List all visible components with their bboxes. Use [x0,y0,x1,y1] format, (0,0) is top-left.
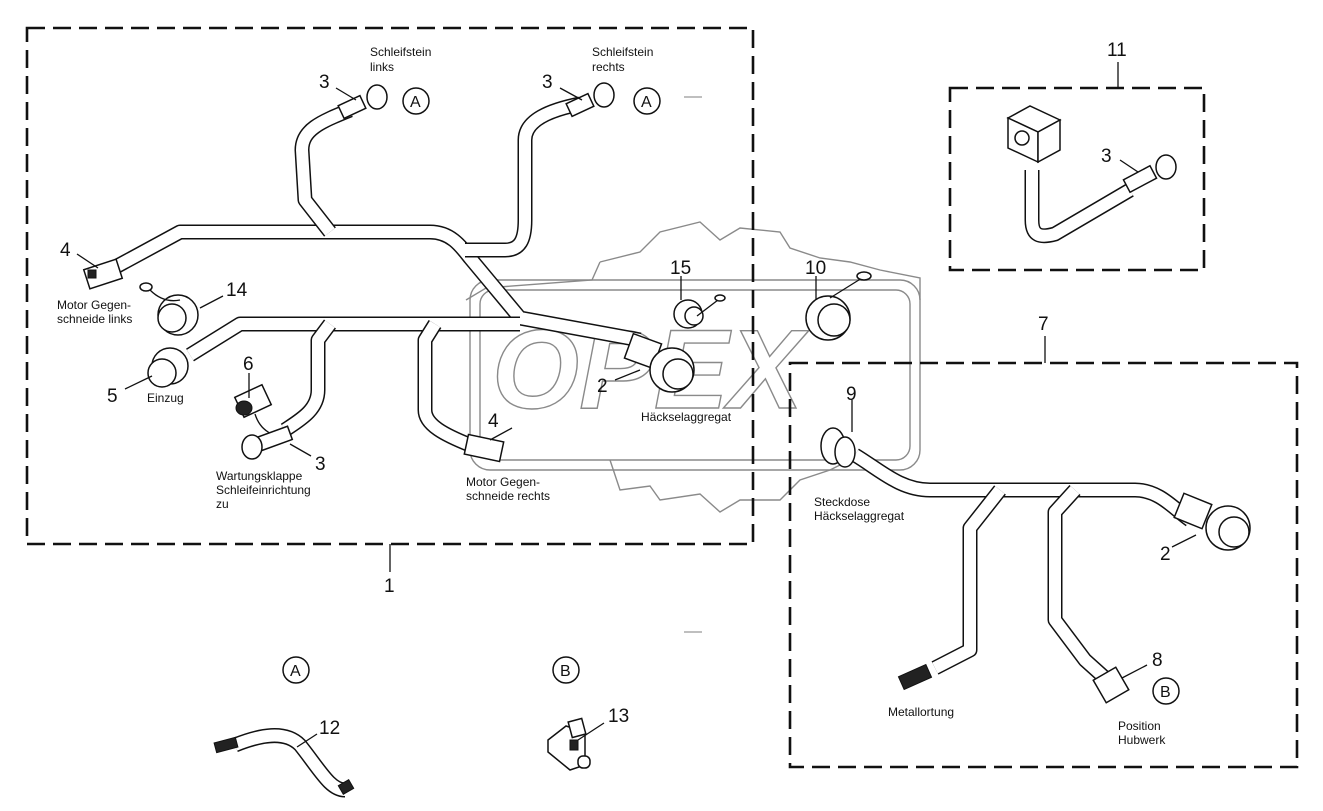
wartung-connector[interactable] [241,425,294,460]
label-wartung-1: Wartungsklappe [216,469,303,483]
haeckselaggregat-connector-7[interactable] [1173,492,1251,551]
metallortung-sensor[interactable] [897,663,933,691]
detail-b-title: B [560,663,571,680]
callout-5-einzug: 5 [107,386,118,407]
callout-10-cap: 10 [805,258,826,279]
group-7-box: 7 [788,314,1299,769]
sensor-block-11[interactable] [1006,105,1177,244]
label-motor-rechts-1: Motor Gegen- [466,475,540,489]
detail-marker-a-circle-2 [633,87,661,115]
callout-3-group-11: 3 [1101,146,1112,167]
label-motor-links-1: Motor Gegen- [57,298,131,312]
callout-13-plug: 13 [608,706,629,727]
cap-15[interactable] [673,294,726,329]
callout-14-cap: 14 [226,280,248,301]
label-einzug: Einzug [147,391,184,405]
detail-marker-b-circle [1152,677,1180,705]
label-metallortung: Metallortung [888,705,954,719]
schleifstein-links-connector[interactable] [337,84,388,120]
label-haeckselaggregat: Häckselaggregat [641,410,732,424]
label-schleifstein-rechts-2: rechts [592,60,625,74]
group-11-box: 11 [948,40,1206,272]
watermark-frame-outer [469,279,921,471]
detail-a-circle [282,656,310,684]
label-motor-links-2: schneide links [57,312,132,326]
group-1-number: 1 [384,576,395,597]
motor-rechts-connector[interactable] [463,433,505,463]
label-position-hubwerk-1: Position [1118,719,1161,733]
label-wartung-3: zu [216,497,229,511]
cable-12[interactable] [213,728,355,798]
motor-links-connector[interactable] [82,258,124,290]
watermark-frame-inner [479,289,911,461]
group-1-harness [106,96,642,452]
group-7-harness [851,448,1195,684]
label-position-hubwerk-2: Hubwerk [1118,733,1166,747]
cap-14[interactable] [139,282,199,336]
callout-3-schleifstein-rechts: 3 [542,72,553,93]
callout-4-motor-links: 4 [60,240,71,261]
callout-2-haecksel: 2 [597,376,608,397]
cap-10[interactable] [805,271,872,341]
detail-a-title: A [290,663,301,680]
label-steckdose-2: Häckselaggregat [814,509,905,523]
label-steckdose-1: Steckdose [814,495,870,509]
label-schleifstein-rechts-1: Schleifstein [592,45,653,59]
group-1-box: 1 [25,26,755,597]
callout-4-motor-rechts: 4 [488,411,499,432]
position-hubwerk-connector[interactable] [1092,666,1130,704]
haeckselaggregat-connector[interactable] [623,332,695,393]
callout-9-steckdose: 9 [846,384,857,405]
detail-marker-a-circle [402,87,430,115]
group-7-number: 7 [1038,314,1049,335]
label-schleifstein-links-2: links [370,60,394,74]
callout-2-haecksel-7: 2 [1160,544,1171,565]
part-6-plug[interactable] [233,383,286,436]
callout-8-position: 8 [1152,650,1163,671]
steckdose-socket-9[interactable] [820,427,856,468]
watermark-gear [465,221,921,513]
detail-b-circle [552,656,580,684]
label-wartung-2: Schleifeinrichtung [216,483,311,497]
plug-13[interactable] [547,717,591,771]
callout-15-cap: 15 [670,258,691,279]
einzug-connector[interactable] [147,347,189,388]
callout-3-wartung: 3 [315,454,326,475]
group-11-number: 11 [1107,40,1127,61]
detail-marker-a-link-1[interactable]: A [410,94,421,111]
label-motor-rechts-2: schneide rechts [466,489,550,503]
schleifstein-rechts-connector[interactable] [565,82,615,118]
label-schleifstein-links-1: Schleifstein [370,45,431,59]
callout-3-schleifstein-links: 3 [319,72,330,93]
callout-6-plug: 6 [243,354,254,375]
callout-12-cable: 12 [319,718,340,739]
detail-marker-a-link-2[interactable]: A [641,94,652,111]
detail-marker-b-link[interactable]: B [1160,684,1171,701]
